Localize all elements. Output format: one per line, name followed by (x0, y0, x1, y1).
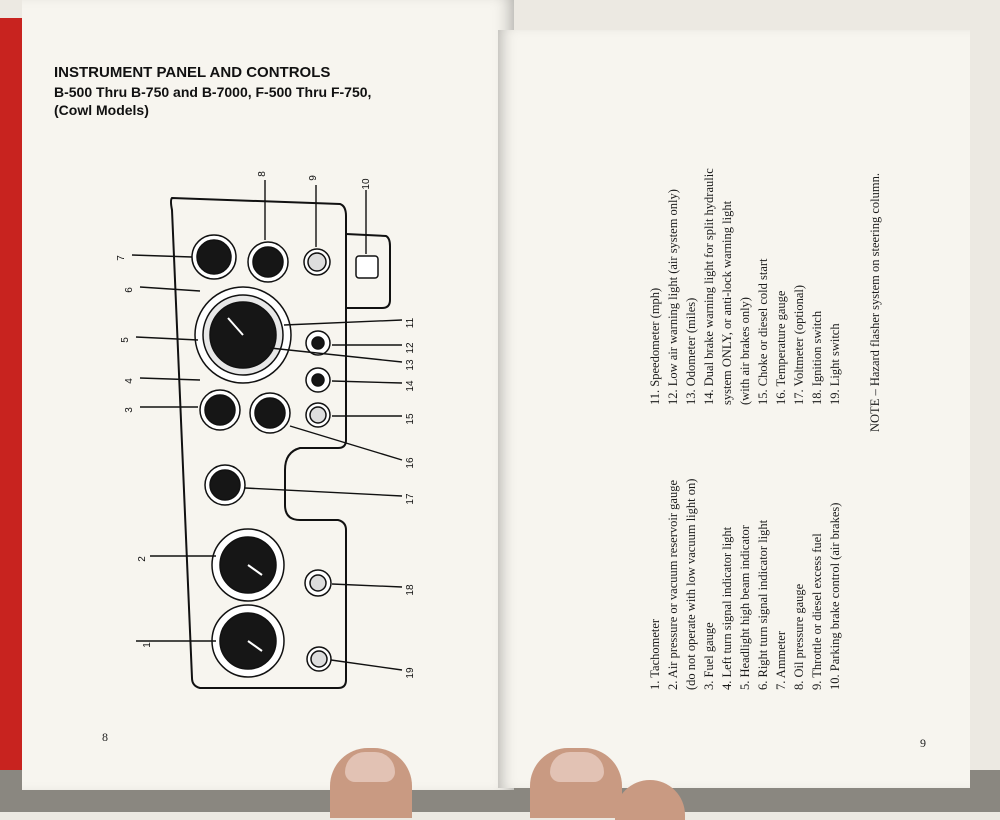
right-page (498, 30, 970, 788)
legend-item: 1. Tachometer (648, 618, 662, 690)
legend-item: 9. Throttle or diesel excess fuel (810, 533, 824, 690)
callout-9: 9 (308, 175, 319, 181)
callout-13: 13 (405, 359, 416, 371)
page-title: INSTRUMENT PANEL AND CONTROLS (54, 64, 331, 81)
callout-16: 16 (405, 457, 416, 469)
legend-item: 11. Speedometer (mph) (648, 287, 662, 405)
legend-item: 15. Choke or diesel cold start (756, 258, 770, 406)
note-text: NOTE – Hazard flasher system on steering… (868, 173, 882, 432)
legend-item: 19. Light switch (828, 323, 842, 405)
thumbnail-left (345, 752, 395, 782)
callout-7: 7 (116, 255, 127, 261)
page-subtitle-line2: (Cowl Models) (54, 102, 149, 118)
legend-item: 18. Ignition switch (810, 310, 824, 405)
callout-12: 12 (405, 342, 416, 354)
legend-item: 12. Low air warning light (air system on… (666, 189, 680, 405)
legend-item: 2. Air pressure or vacuum reservoir gaug… (666, 480, 680, 690)
callout-3: 3 (124, 407, 135, 413)
callout-15: 15 (405, 413, 416, 425)
callout-14: 14 (405, 380, 416, 392)
page-number-left: 8 (102, 730, 108, 744)
legend-item: 6. Right turn signal indicator light (756, 519, 770, 690)
callout-5: 5 (120, 337, 131, 343)
callout-11: 11 (405, 317, 416, 328)
legend-item: 4. Left turn signal indicator light (720, 526, 734, 690)
legend-item: 14. Dual brake warning light for split h… (702, 168, 716, 405)
legend-item: (with air brakes only) (738, 297, 752, 405)
legend-item: 5. Headlight high beam indicator (738, 525, 752, 690)
callout-10: 10 (361, 178, 372, 190)
legend-item: 13. Odometer (miles) (684, 297, 698, 405)
page-number-right: 9 (920, 736, 926, 750)
page-subtitle-line1: B-500 Thru B-750 and B-7000, F-500 Thru … (54, 84, 372, 100)
callout-6: 6 (124, 287, 135, 293)
legend-item: 17. Voltmeter (optional) (792, 284, 806, 405)
legend-item: 7. Ammeter (774, 630, 788, 690)
legend-item: 16. Temperature gauge (774, 290, 788, 405)
callout-2: 2 (137, 556, 148, 562)
callout-17: 17 (405, 493, 416, 505)
thumbnail-right (550, 752, 604, 782)
legend-item: 3. Fuel gauge (702, 622, 716, 690)
callout-1: 1 (142, 642, 153, 648)
legend-item: 8. Oil pressure gauge (792, 583, 806, 690)
legend-item: (do not operate with low vacuum light on… (684, 478, 698, 690)
legend-item: system ONLY, or anti-lock warning light (720, 200, 734, 405)
legend-item: 10. Parking brake control (air brakes) (828, 502, 842, 690)
callout-4: 4 (124, 378, 135, 384)
callout-8: 8 (257, 171, 268, 177)
callout-18: 18 (405, 584, 416, 596)
callout-19: 19 (405, 667, 416, 679)
